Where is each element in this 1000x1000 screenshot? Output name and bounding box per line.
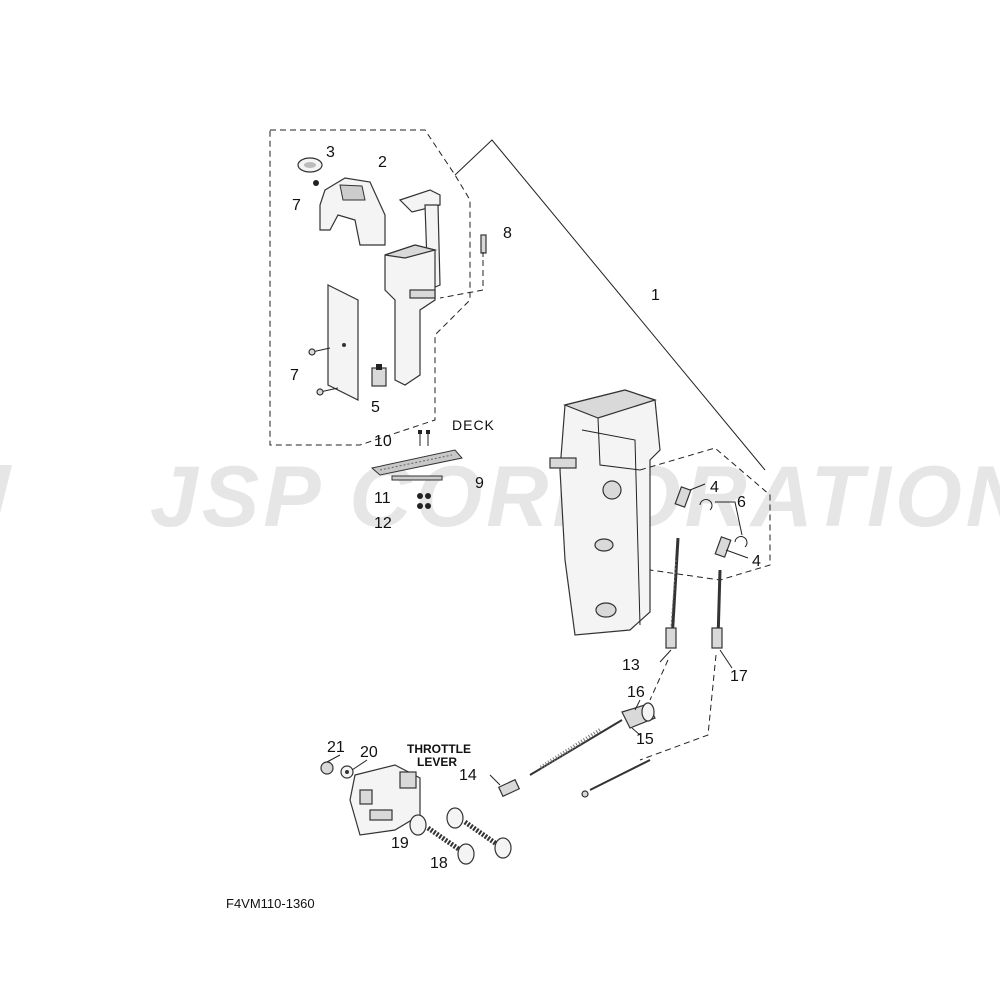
throttle-label-line1: THROTTLE (407, 742, 471, 756)
callout-3: 3 (326, 144, 335, 161)
callout-7-bottom: 7 (290, 367, 299, 384)
part-14-cable-end (497, 778, 521, 798)
part-11-washers (417, 493, 431, 499)
leader-part-8 (439, 260, 484, 299)
callout-8: 8 (503, 225, 512, 242)
deck-label: DECK (452, 417, 495, 433)
leader-parts-20-21 (326, 754, 368, 771)
part-7-screws (308, 347, 339, 396)
remote-body-exploded (549, 389, 661, 636)
part-4-cable-ends (674, 486, 732, 558)
assembly-boundary (269, 129, 471, 446)
leader-part-17 (719, 649, 733, 669)
leader-part-4a (689, 483, 706, 491)
callout-13: 13 (622, 657, 640, 674)
part-15-16-connector (621, 702, 656, 729)
callout-6: 6 (737, 494, 746, 511)
part-13-cable (665, 537, 680, 649)
leader-part-4b (725, 549, 749, 559)
leader-part-13 (659, 649, 672, 663)
callout-5: 5 (371, 399, 380, 416)
cable-connector-boundary (639, 447, 771, 581)
callout-2: 2 (378, 154, 387, 171)
part-18-bolts (426, 819, 512, 865)
watermark: JSP CORPORATION (0, 449, 1000, 545)
leader-part-15 (631, 727, 641, 736)
part-8-pin (480, 234, 487, 257)
mounting-plate (327, 284, 359, 401)
callout-20: 20 (360, 744, 378, 761)
part-12-nuts (417, 503, 431, 509)
throttle-label-line2: LEVER (417, 755, 457, 769)
callout-9: 9 (475, 475, 484, 492)
part-5-switch (371, 364, 387, 387)
callout-4-bottom: 4 (752, 553, 761, 570)
leader-part-6 (715, 501, 743, 536)
callout-7-top: 7 (292, 197, 301, 214)
part-3-cap (297, 157, 323, 173)
part-9-gasket (370, 449, 463, 481)
part-19-washers (409, 807, 464, 836)
callout-16: 16 (627, 684, 645, 701)
callout-21: 21 (327, 739, 345, 756)
callout-10: 10 (374, 433, 392, 450)
leader-part-14 (489, 774, 501, 786)
remote-control-body (384, 244, 438, 386)
callout-17: 17 (730, 668, 748, 685)
callout-4-top: 4 (710, 479, 719, 496)
part-7-screw-small (313, 180, 319, 186)
callout-labels: 3 2 7 8 1 7 5 DECK 10 9 11 12 4 6 4 13 1… (226, 144, 761, 911)
callout-14: 14 (459, 767, 477, 784)
callout-12: 12 (374, 515, 392, 532)
part-21-nut (320, 761, 334, 775)
callout-18: 18 (430, 855, 448, 872)
cable-13-route (649, 659, 669, 701)
figure-code: F4VM110-1360 (226, 896, 315, 911)
cable-17-route (639, 654, 717, 761)
throttle-lever-bracket (349, 764, 421, 836)
part-2-cover (319, 177, 386, 246)
leader-part-1 (454, 139, 766, 471)
throttle-cable (529, 719, 623, 776)
part-17-cable (711, 569, 723, 649)
part-10-bolts (418, 430, 430, 446)
leader-part-16 (634, 699, 641, 711)
callout-1: 1 (651, 287, 660, 304)
shift-cable-end (581, 759, 651, 798)
callout-19: 19 (391, 835, 409, 852)
part-6-clips (699, 499, 748, 548)
callout-15: 15 (636, 731, 654, 748)
part-20-washer (340, 765, 354, 779)
callout-11: 11 (374, 490, 391, 507)
